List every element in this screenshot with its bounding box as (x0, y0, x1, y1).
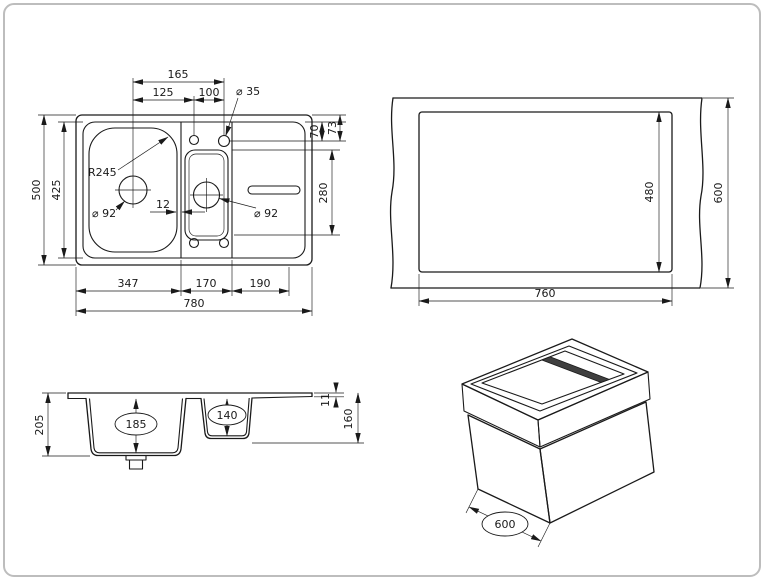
drain-flange (125, 454, 147, 461)
small-bowl-outline (184, 149, 229, 241)
dim-480-label: 480 (643, 182, 656, 203)
drainboard-slot (247, 185, 301, 195)
optional-tap-hole-bottom-right (218, 237, 230, 249)
optional-tap-hole-bottom-left (188, 237, 200, 249)
section-view: 205 185 140 11 160 (33, 382, 364, 470)
dia-92-left-label: ⌀ 92 (92, 207, 116, 220)
dim-760-label: 760 (535, 287, 556, 300)
cutout-dimensions: 480 600 760 (418, 97, 734, 306)
dim-205-label: 205 (33, 415, 46, 436)
optional-tap-hole-top (188, 134, 200, 146)
iso-sink (461, 338, 655, 524)
cutout-rectangle (418, 111, 673, 273)
dim-12-label: 12 (156, 198, 170, 211)
iso-tub-right-face (537, 371, 651, 448)
iso-rim-inner (470, 345, 638, 412)
iso-tub-front-face (461, 383, 541, 448)
dim-185-label: 185 (126, 418, 147, 431)
worktop-break-left (389, 97, 395, 289)
dim-347-label: 347 (118, 277, 139, 290)
plan-dimensions: 165 125 100 ⌀ 35 70 73 500 425 R245 ⌀ 92… (30, 68, 346, 316)
sheet-border (3, 3, 761, 577)
width-bubble-600 (481, 511, 529, 537)
plan-view: 165 125 100 ⌀ 35 70 73 500 425 R245 ⌀ 92… (30, 68, 346, 316)
tap-hole (217, 134, 231, 148)
section-outline (67, 392, 313, 470)
section-dimensions: 205 185 140 11 160 (33, 382, 364, 457)
small-bowl-inner-line (188, 153, 225, 237)
drain-fitting (128, 459, 144, 470)
dim-425-label: 425 (50, 180, 63, 201)
dim-70-label: 70 (308, 125, 321, 139)
dim-190-label: 190 (250, 277, 271, 290)
dim-500-label: 500 (30, 180, 43, 201)
dim-73-label: 73 (326, 121, 339, 135)
dim-11-label: 11 (319, 393, 332, 407)
iso-support-panel-left (467, 414, 551, 524)
dim-165-label: 165 (168, 68, 189, 81)
dim-600-label: 600 (712, 183, 725, 204)
dim-780-label: 780 (184, 297, 205, 310)
dim-170-label: 170 (196, 277, 217, 290)
iso-bowl-divider (540, 356, 611, 383)
dim-140-label: 140 (217, 409, 238, 422)
dim-125-label: 125 (153, 86, 174, 99)
iso-bowl-opening (481, 350, 625, 405)
depth-bubble-140 (207, 404, 247, 426)
dim-160-label: 160 (342, 409, 355, 430)
depth-bubble-185 (114, 412, 158, 436)
drainboard-underside (251, 395, 313, 399)
plan-sink-outline (75, 114, 313, 266)
dim-280-label: 280 (317, 183, 330, 204)
worktop-outline (389, 97, 704, 289)
r245-label: R245 (88, 166, 117, 179)
dia-35-label: ⌀ 35 (236, 85, 260, 98)
dim-100-label: 100 (199, 86, 220, 99)
dia-92-right-label: ⌀ 92 (254, 207, 278, 220)
iso-support-panel-right (539, 401, 655, 524)
iso-view: 600 (461, 338, 655, 548)
small-bowl-outer-profile (200, 397, 253, 440)
iso-dimensions: 600 (465, 488, 551, 548)
cutout-view: 480 600 760 (389, 97, 734, 306)
worktop-break-right (698, 97, 704, 289)
iso-dim-600-label: 600 (495, 518, 516, 531)
